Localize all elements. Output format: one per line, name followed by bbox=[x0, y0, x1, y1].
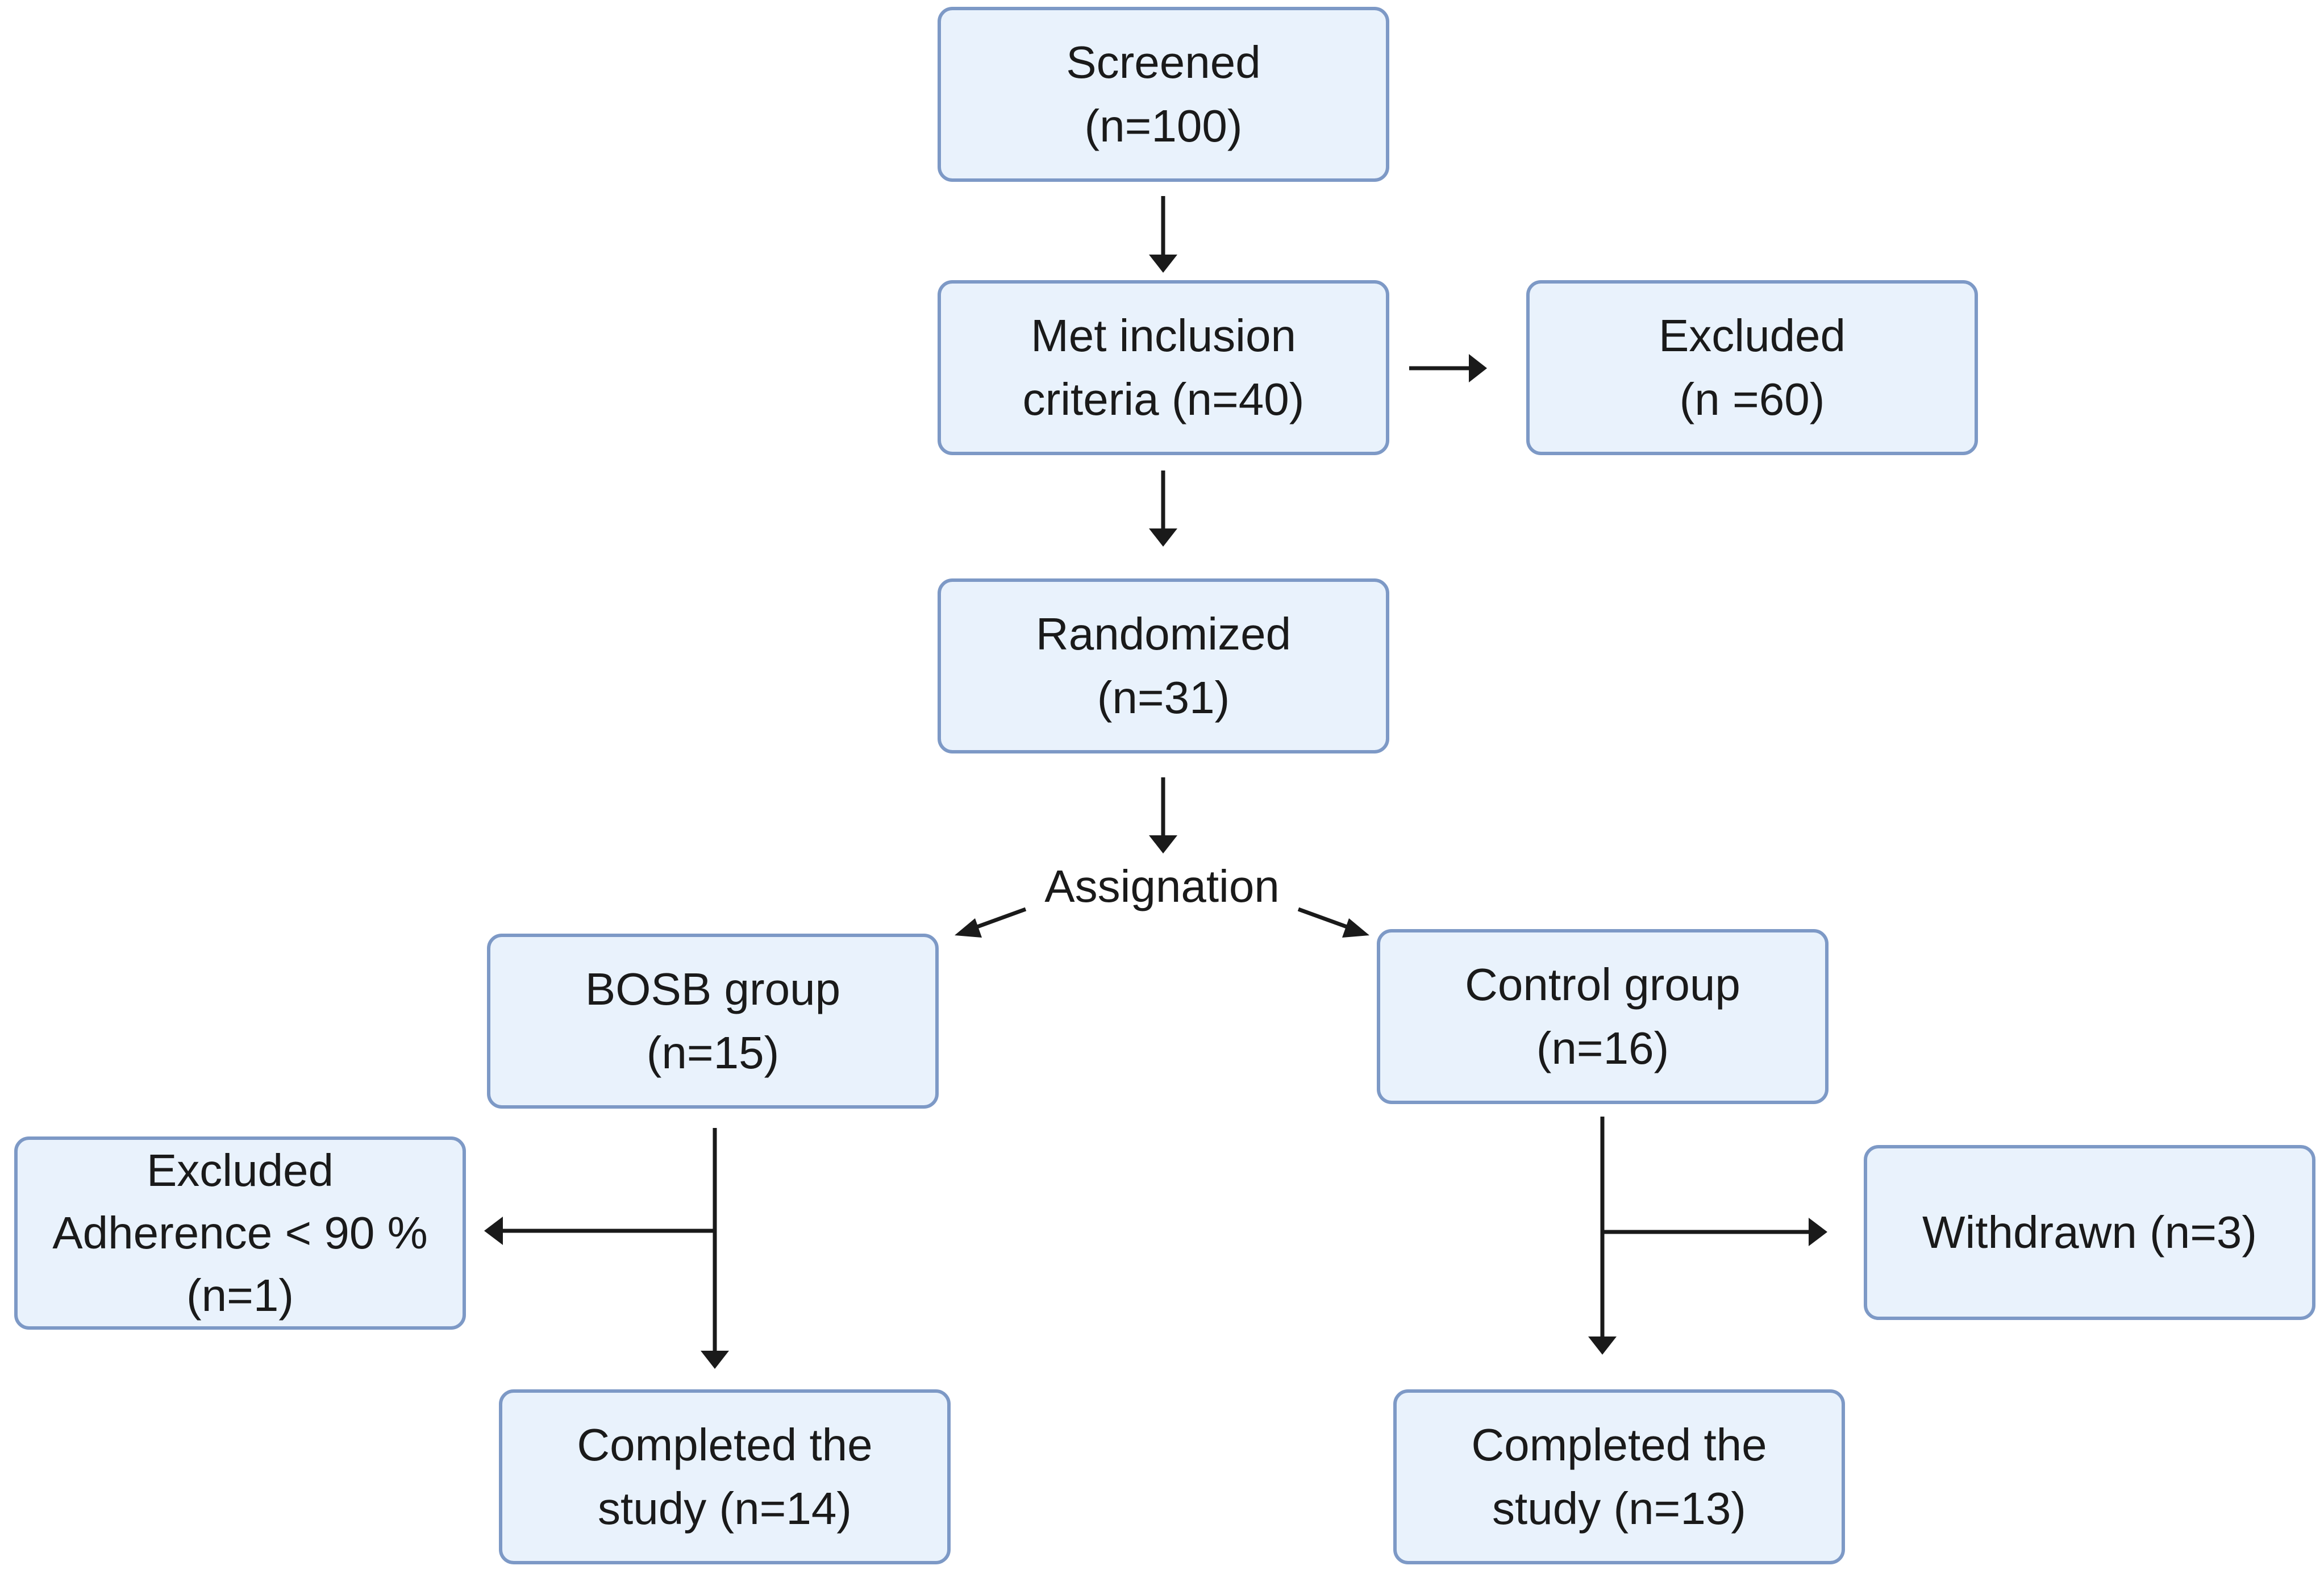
completed-bosb-box: Completed the study (n=14) bbox=[499, 1389, 951, 1564]
withdrawn-label: Withdrawn (n=3) bbox=[1922, 1207, 2258, 1258]
control-group-label: Control group bbox=[1465, 959, 1740, 1010]
excluded-adherence-reason: Adherence < 90 % bbox=[52, 1208, 428, 1258]
completed-control-label: Completed the bbox=[1471, 1419, 1767, 1470]
screened-box: Screened (n=100) bbox=[938, 7, 1389, 182]
completed-control-box: Completed the study (n=13) bbox=[1393, 1389, 1845, 1564]
completed-control-count: study (n=13) bbox=[1492, 1483, 1746, 1534]
met-inclusion-box: Met inclusion criteria (n=40) bbox=[938, 280, 1389, 455]
excluded-count: (n =60) bbox=[1679, 374, 1825, 424]
randomized-label: Randomized bbox=[1035, 609, 1292, 659]
excluded-label: Excluded bbox=[1658, 310, 1846, 361]
bosb-group-box: BOSB group (n=15) bbox=[487, 934, 939, 1109]
excluded-adherence-count: (n=1) bbox=[186, 1270, 294, 1321]
met-inclusion-label: Met inclusion bbox=[1031, 310, 1296, 361]
bosb-group-label: BOSB group bbox=[585, 964, 841, 1014]
excluded-adherence-label: Excluded bbox=[146, 1145, 334, 1196]
control-group-count: (n=16) bbox=[1536, 1023, 1669, 1073]
screened-count: (n=100) bbox=[1084, 101, 1243, 151]
completed-bosb-label: Completed the bbox=[577, 1419, 873, 1470]
excluded-adherence-box: Excluded Adherence < 90 % (n=1) bbox=[14, 1136, 466, 1330]
completed-bosb-count: study (n=14) bbox=[598, 1483, 852, 1534]
assignation-label: Assignation bbox=[1044, 861, 1280, 911]
control-group-box: Control group (n=16) bbox=[1377, 929, 1829, 1104]
randomized-box: Randomized (n=31) bbox=[938, 578, 1389, 753]
screened-label: Screened bbox=[1066, 37, 1261, 88]
bosb-group-count: (n=15) bbox=[646, 1027, 780, 1078]
withdrawn-box: Withdrawn (n=3) bbox=[1864, 1145, 2315, 1320]
excluded-box: Excluded (n =60) bbox=[1526, 280, 1978, 455]
randomized-count: (n=31) bbox=[1097, 672, 1230, 723]
met-inclusion-count: criteria (n=40) bbox=[1022, 374, 1305, 424]
